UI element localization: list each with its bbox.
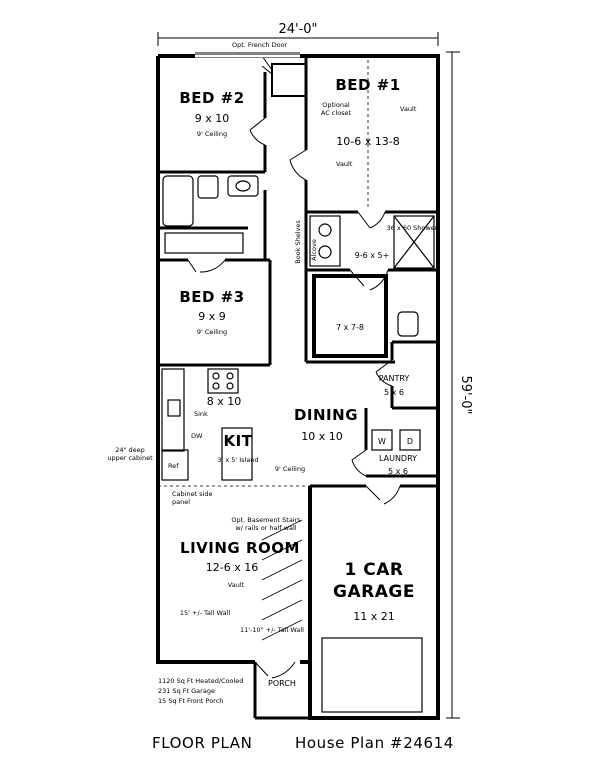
dining-ceiling: 9' Ceiling — [275, 465, 305, 473]
ceiling-lines — [158, 60, 369, 487]
porch-name: PORCH — [268, 679, 296, 688]
bath-size: 9-6 x 5+ — [355, 251, 390, 260]
upper-cabinet-line2: upper cabinet — [107, 454, 153, 462]
bed1-vault-bottom: Vault — [336, 160, 353, 168]
kitchen-size: 8 x 10 — [207, 395, 242, 408]
ac-closet-line2: AC closet — [321, 109, 352, 117]
garage-tall-wall: 11'-10" +/- Tall Wall — [240, 626, 304, 634]
living-tall-wall: 15' +/- Tall Wall — [180, 609, 231, 617]
kitchen-name: KIT — [224, 432, 253, 450]
stairs — [261, 519, 303, 641]
dining-name: DINING — [294, 406, 358, 424]
washer-label: W — [378, 437, 386, 446]
laundry-name: LAUNDRY — [379, 454, 417, 463]
sink-label: Sink — [194, 410, 208, 418]
fixtures — [161, 175, 435, 713]
island-label: 3' x 5' Island — [217, 456, 258, 464]
bed3-size: 9 x 9 — [198, 310, 226, 323]
floor-plan-caption: FLOOR PLAN — [152, 734, 252, 752]
basement-line2: w/ rails or half wall — [235, 524, 296, 532]
width-dimension-label: 24'-0" — [278, 22, 317, 37]
depth-dimension — [446, 51, 460, 719]
alcove-label: Alcove — [310, 239, 318, 261]
bed3-ceiling: 9' Ceiling — [197, 328, 227, 336]
area-heated: 1120 Sq Ft Heated/Cooled — [158, 677, 243, 685]
cabinet-panel-line2: panel — [172, 498, 190, 506]
ac-closet-line1: Optional — [322, 101, 350, 109]
garage-size: 11 x 21 — [353, 610, 395, 623]
exterior-walls — [156, 54, 440, 720]
ref-label: Ref — [168, 462, 179, 470]
garage-name-line2: GARAGE — [333, 582, 415, 602]
french-door-note: Opt. French Door — [232, 41, 288, 49]
dryer-label: D — [407, 437, 413, 446]
bed1-vault-top: Vault — [400, 105, 417, 113]
upper-cabinet-line1: 24" deep — [115, 446, 145, 454]
dw-label: DW — [191, 432, 203, 440]
garage-name-line1: 1 CAR — [345, 560, 404, 580]
basement-line1: Opt. Basement Stairs — [231, 516, 301, 524]
interior-walls — [158, 56, 438, 720]
bed3-name: BED #3 — [179, 288, 244, 306]
bed1-size: 10-6 x 13-8 — [336, 135, 399, 148]
living-name: LIVING ROOM — [180, 539, 300, 557]
book-shelves-label: Book Shelves — [294, 220, 302, 264]
area-porch: 15 Sq Ft Front Porch — [158, 697, 223, 705]
dining-size: 10 x 10 — [301, 430, 343, 443]
laundry-size: 5 x 6 — [388, 467, 408, 476]
pantry-name: PANTRY — [379, 374, 410, 383]
bed1-name: BED #1 — [335, 76, 400, 94]
house-plan-caption: House Plan #24614 — [295, 734, 454, 752]
depth-dimension-label: 59'-0" — [458, 375, 473, 414]
shower-label: 36 x 60 Shower — [387, 224, 438, 232]
closet-size: 7 x 7-8 — [336, 323, 364, 332]
living-vault: Vault — [228, 581, 245, 589]
bed2-ceiling: 9' Ceiling — [197, 130, 227, 138]
bed2-size: 9 x 10 — [195, 112, 230, 125]
living-size: 12-6 x 16 — [206, 561, 258, 574]
bed2-name: BED #2 — [179, 89, 244, 107]
cabinet-panel-line1: Cabinet side — [172, 490, 213, 498]
area-garage: 231 Sq Ft Garage — [158, 687, 215, 695]
pantry-size: 5 x 6 — [384, 388, 404, 397]
doors — [187, 55, 401, 679]
width-dimension — [157, 32, 439, 46]
